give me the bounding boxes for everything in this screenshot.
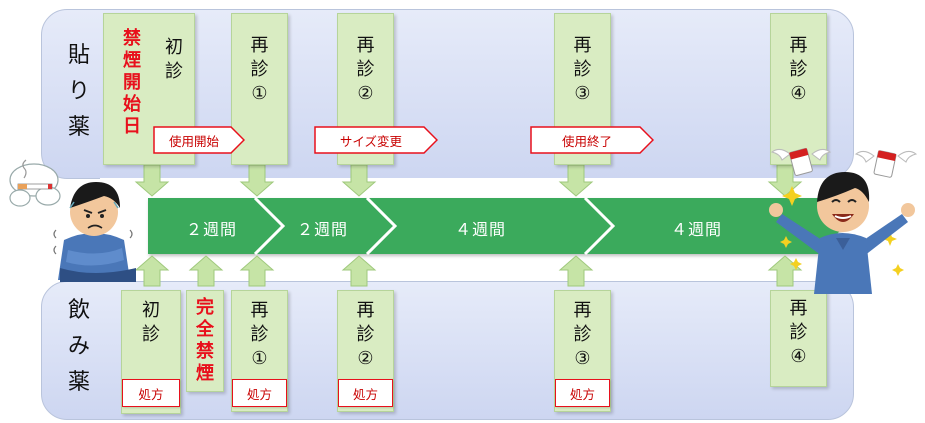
timeline-segment-1: ２週間 (186, 220, 238, 239)
size-change-tag: サイズ変更 (314, 126, 438, 154)
char: 再 (356, 35, 375, 56)
oral-label-char: み (67, 334, 90, 359)
char: ① (251, 348, 268, 369)
patch-revisit-4-box: 再 診 ④ (770, 13, 827, 165)
prescription-tag-initial: 処方 (122, 379, 180, 407)
timeline-segment-4: ４週間 (671, 220, 723, 239)
prescription-text: 処方 (352, 386, 378, 402)
char: 日 (123, 116, 141, 137)
quit-start-day-label: 禁 煙 開 始 日 (116, 28, 148, 138)
oral-revisit-4-box: 再 診 ④ (770, 290, 827, 387)
char: ③ (574, 83, 591, 104)
patch-initial-visit-label: 初 診 (154, 36, 194, 84)
char: 診 (250, 59, 269, 80)
patch-end-text: 使用終了 (561, 133, 612, 149)
patch-band-label: 貼 り 薬 (59, 38, 99, 146)
complete-quit-box: 完 全 禁 煙 (186, 290, 224, 392)
char: 初 (165, 37, 183, 58)
char: 禁 (196, 341, 214, 362)
char: 診 (165, 61, 183, 82)
char: 再 (789, 298, 808, 319)
oral-revisit-1-label: 再 診 ① (232, 299, 287, 371)
patch-label-char: り (67, 79, 90, 104)
oral-revisit-3-label: 再 診 ③ (555, 299, 610, 371)
patch-revisit-2-label: 再 診 ② (338, 34, 393, 106)
char: 再 (250, 300, 269, 321)
char: 診 (250, 324, 269, 345)
patch-start-tag: 使用開始 (153, 126, 245, 154)
char: ④ (790, 346, 807, 367)
char: 再 (573, 300, 592, 321)
prescription-text: 処方 (569, 386, 595, 402)
char: 診 (789, 322, 808, 343)
timeline-segment-3: ４週間 (455, 220, 507, 239)
timeline-segment-2: ２週間 (297, 220, 349, 239)
char: 煙 (196, 363, 214, 384)
patch-end-tag: 使用終了 (530, 126, 654, 154)
patch-start-text: 使用開始 (168, 133, 219, 149)
char: 煙 (123, 50, 141, 71)
char: ④ (790, 83, 807, 104)
patch-revisit-3-label: 再 診 ③ (555, 34, 610, 106)
patch-label-char: 薬 (67, 115, 90, 140)
prescription-tag-3: 処方 (555, 379, 610, 407)
char: ① (251, 83, 268, 104)
char: 初 (142, 300, 160, 321)
char: 全 (196, 319, 214, 340)
prescription-tag-2: 処方 (338, 379, 393, 407)
prescription-text: 処方 (246, 386, 272, 402)
oral-label-char: 薬 (67, 370, 90, 395)
char: 診 (142, 324, 160, 345)
oral-label-char: 飲 (67, 298, 90, 323)
size-change-text: サイズ変更 (339, 133, 403, 149)
char: 完 (196, 297, 214, 318)
char: 診 (573, 324, 592, 345)
oral-revisit-2-label: 再 診 ② (338, 299, 393, 371)
patch-revisit-1-label: 再 診 ① (232, 34, 287, 106)
char: ② (357, 83, 374, 104)
patch-label-char: 貼 (67, 43, 90, 68)
char: 再 (356, 300, 375, 321)
oral-initial-visit-label: 初 診 (122, 299, 180, 347)
prescription-text: 処方 (138, 386, 164, 402)
char: 開 (123, 72, 141, 93)
oral-revisit-4-label: 再 診 ④ (771, 297, 826, 369)
patch-revisit-4-label: 再 診 ④ (771, 34, 826, 106)
char: 再 (250, 35, 269, 56)
char: 禁 (123, 28, 141, 49)
char: 再 (789, 35, 808, 56)
char: ② (357, 348, 374, 369)
char: 再 (573, 35, 592, 56)
char: 診 (356, 324, 375, 345)
stressed-smoker-illustration (9, 159, 136, 282)
oral-band-label: 飲 み 薬 (59, 293, 99, 401)
char: ③ (574, 348, 591, 369)
char: 診 (789, 59, 808, 80)
char: 始 (123, 94, 141, 115)
happy-quitter-illustration (769, 148, 918, 294)
complete-quit-label: 完 全 禁 煙 (187, 297, 223, 385)
char: 診 (573, 59, 592, 80)
char: 診 (356, 59, 375, 80)
prescription-tag-1: 処方 (232, 379, 287, 407)
